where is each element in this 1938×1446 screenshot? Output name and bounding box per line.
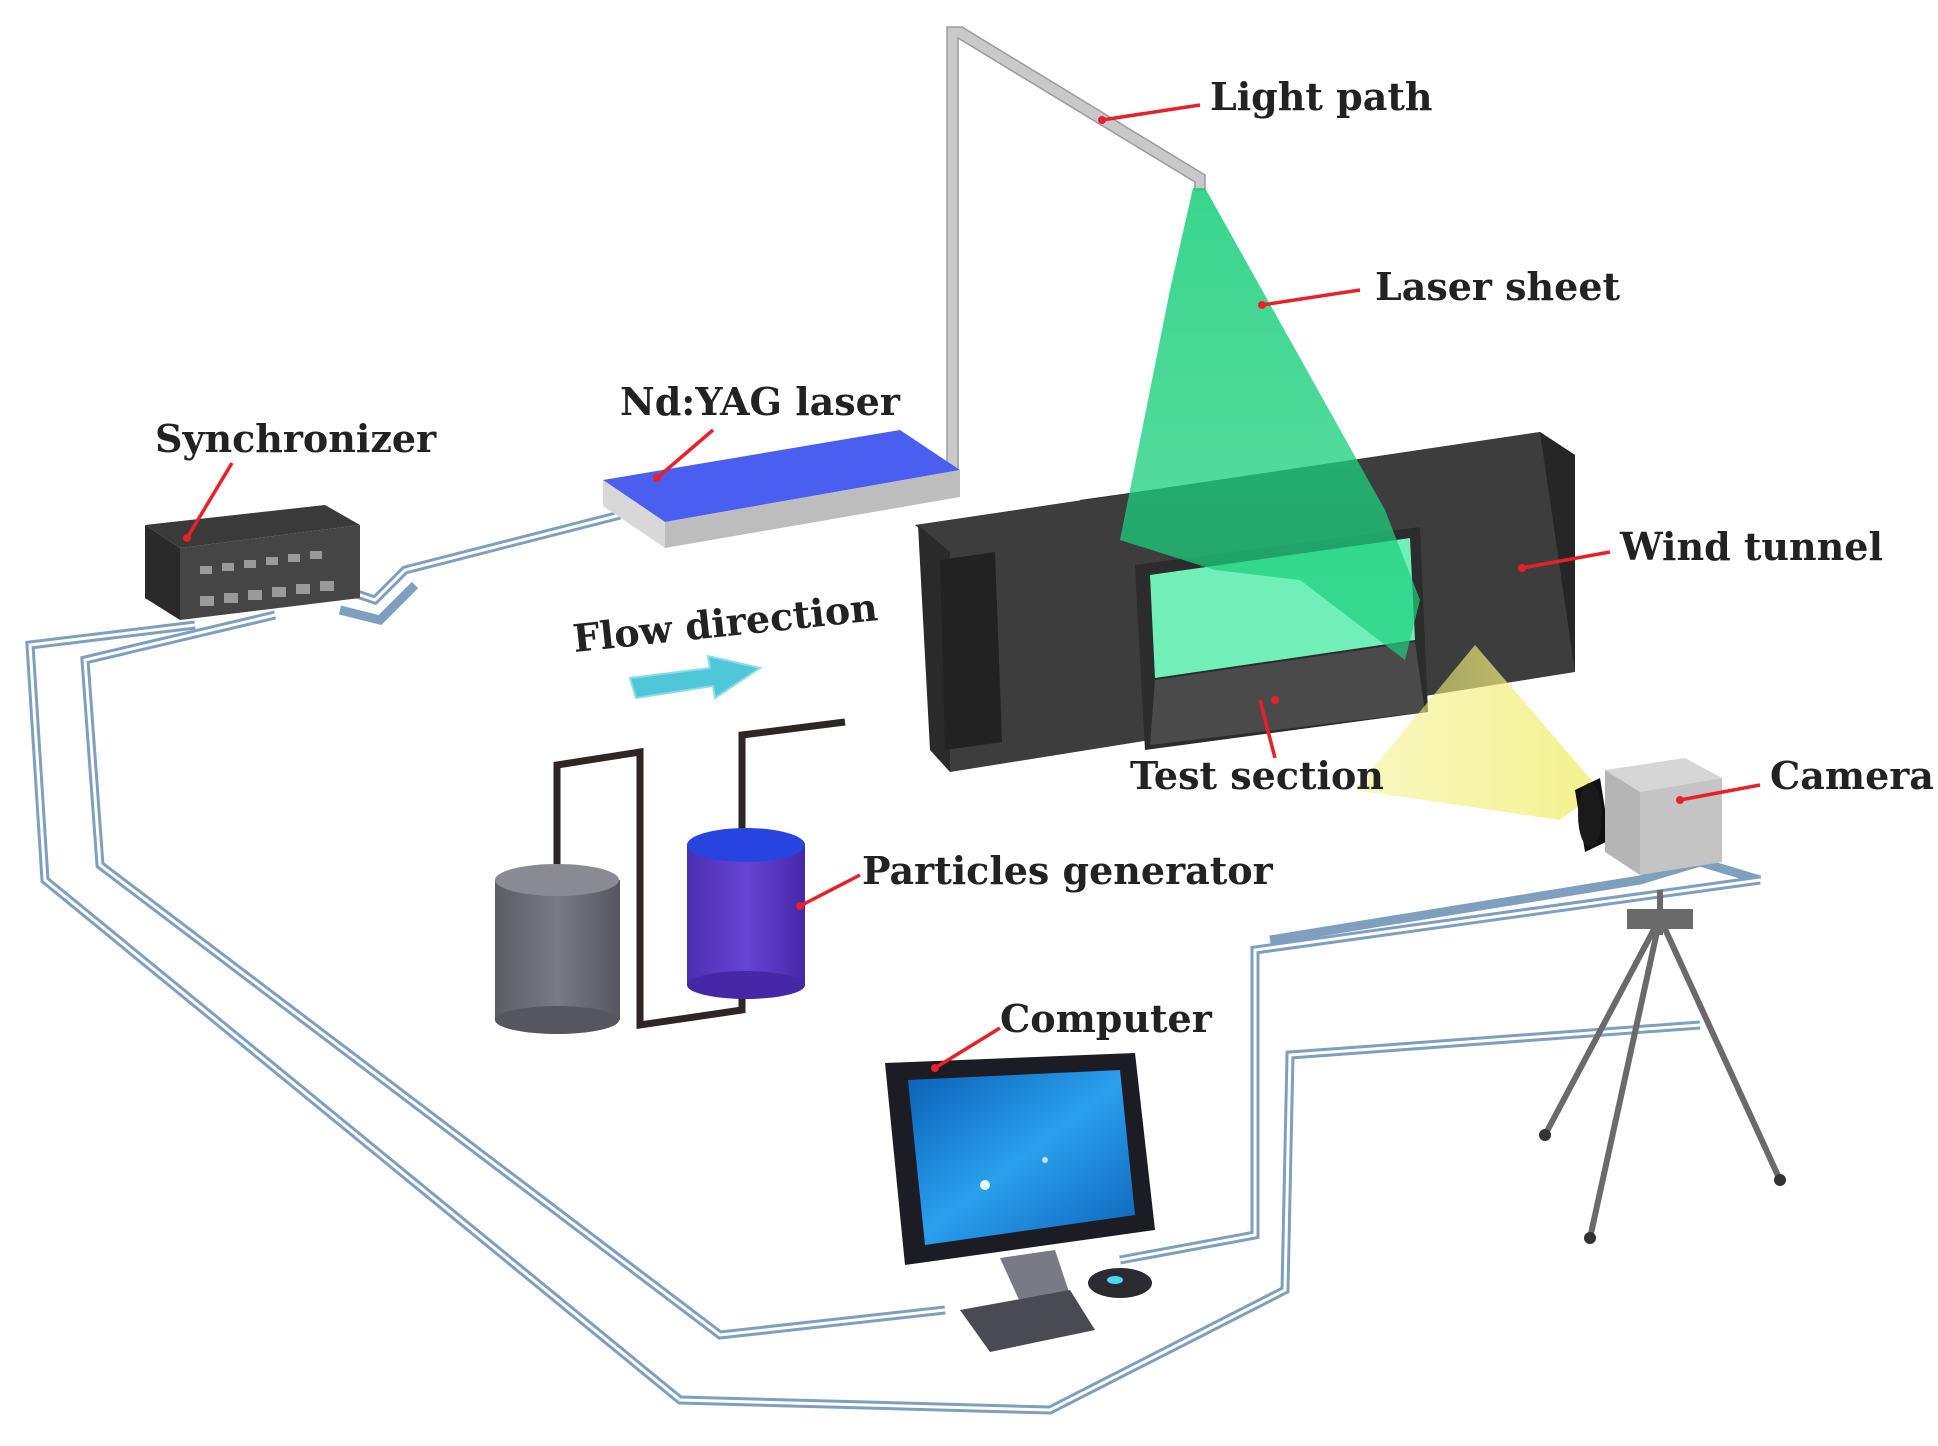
nd-yag-laser-body (603, 430, 960, 548)
camera-device (1575, 758, 1722, 875)
cable-network (25, 510, 1762, 1415)
pointer-lines (185, 103, 1761, 1070)
camera-field-of-view (1355, 645, 1600, 820)
cable-camera-return (1269, 857, 1762, 945)
particles-generator-label: Particles generator (862, 848, 1273, 893)
monitor-screen (908, 1070, 1135, 1245)
pointer-dots (183, 116, 1684, 1072)
light-path-label: Light path (1210, 74, 1433, 119)
laser-sheet-label: Laser sheet (1375, 264, 1621, 309)
synchronizer-label: Synchronizer (155, 416, 437, 461)
tripod (1542, 890, 1783, 1239)
nd-yag-laser-label: Nd:YAG laser (620, 379, 900, 424)
computer-label: Computer (1000, 996, 1212, 1041)
computer (885, 1053, 1155, 1352)
test-section-label: Test section (1130, 753, 1384, 798)
wind-tunnel-label: Wind tunnel (1620, 524, 1883, 569)
laser-sheet (1120, 188, 1420, 660)
tripod-feet (1539, 1129, 1786, 1244)
camera-label: Camera (1770, 753, 1934, 798)
flow-direction-arrow (628, 654, 763, 700)
synchronizer-device (145, 505, 360, 620)
cable-sync-to-laser-2 (338, 581, 419, 625)
cable-computer-to-camera (1119, 875, 1761, 1265)
particles-generator (495, 718, 846, 1034)
